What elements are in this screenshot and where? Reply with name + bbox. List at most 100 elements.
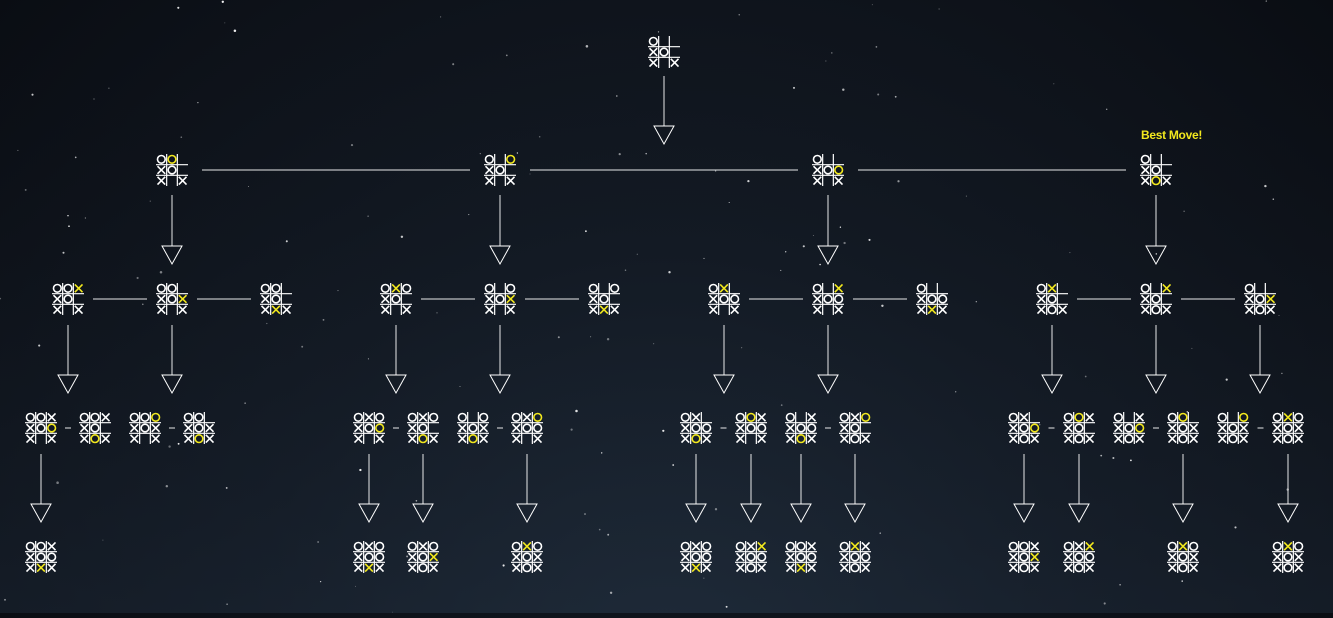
- o-mark-icon: [1124, 434, 1134, 444]
- arrow-head-icon: [844, 503, 866, 524]
- star: [881, 304, 884, 308]
- x-mark-icon: [183, 434, 193, 444]
- board-node: [1113, 412, 1145, 444]
- x-mark-icon: [484, 305, 494, 315]
- board-node: [260, 283, 292, 315]
- star: [601, 452, 603, 454]
- star: [226, 603, 228, 605]
- x-mark-icon: [785, 434, 795, 444]
- x-mark-icon: [74, 283, 84, 293]
- star: [400, 235, 404, 239]
- star: [1281, 372, 1283, 375]
- o-mark-icon: [47, 423, 57, 433]
- o-mark-icon: [735, 412, 745, 422]
- star: [452, 63, 455, 66]
- star: [31, 93, 34, 96]
- star: [575, 409, 578, 413]
- o-mark-icon: [1140, 154, 1150, 164]
- x-mark-icon: [407, 552, 417, 562]
- o-mark-icon: [796, 423, 806, 433]
- arrow-head-icon: [653, 125, 675, 146]
- o-mark-icon: [156, 283, 166, 293]
- x-mark-icon: [796, 563, 806, 573]
- x-mark-icon: [812, 294, 822, 304]
- x-mark-icon: [1030, 552, 1040, 562]
- board-node: [588, 283, 620, 315]
- o-mark-icon: [1036, 283, 1046, 293]
- x-mark-icon: [1217, 423, 1227, 433]
- x-mark-icon: [79, 434, 89, 444]
- board-node: [839, 541, 871, 573]
- star: [624, 269, 627, 271]
- x-mark-icon: [282, 305, 292, 315]
- star: [955, 391, 957, 393]
- star: [317, 541, 319, 543]
- o-mark-icon: [380, 283, 390, 293]
- x-mark-icon: [1217, 434, 1227, 444]
- x-mark-icon: [353, 434, 363, 444]
- o-mark-icon: [599, 294, 609, 304]
- o-mark-icon: [418, 563, 428, 573]
- x-mark-icon: [1189, 552, 1199, 562]
- x-mark-icon: [1019, 412, 1029, 422]
- star: [975, 301, 977, 303]
- o-mark-icon: [194, 434, 204, 444]
- x-mark-icon: [1074, 541, 1084, 551]
- star: [785, 251, 787, 253]
- o-mark-icon: [1272, 412, 1282, 422]
- star: [792, 86, 796, 89]
- x-mark-icon: [735, 563, 745, 573]
- arrow-head-icon: [1013, 503, 1035, 524]
- x-mark-icon: [156, 294, 166, 304]
- star: [842, 88, 845, 91]
- x-mark-icon: [757, 541, 767, 551]
- star: [322, 318, 325, 321]
- o-mark-icon: [1019, 552, 1029, 562]
- x-mark-icon: [25, 563, 35, 573]
- x-mark-icon: [156, 305, 166, 315]
- x-mark-icon: [927, 305, 937, 315]
- board-node: [1008, 412, 1040, 444]
- star: [285, 240, 288, 243]
- o-mark-icon: [1151, 305, 1161, 315]
- x-mark-icon: [391, 283, 401, 293]
- board-node: [812, 283, 844, 315]
- x-mark-icon: [375, 434, 385, 444]
- star: [672, 464, 675, 466]
- o-mark-icon: [702, 423, 712, 433]
- x-mark-icon: [680, 563, 690, 573]
- o-mark-icon: [260, 283, 270, 293]
- x-mark-icon: [1283, 412, 1293, 422]
- starfield: [0, 0, 1291, 612]
- x-mark-icon: [52, 294, 62, 304]
- o-mark-icon: [719, 294, 729, 304]
- o-mark-icon: [522, 563, 532, 573]
- o-mark-icon: [1047, 305, 1057, 315]
- x-mark-icon: [151, 423, 161, 433]
- x-mark-icon: [1167, 563, 1177, 573]
- star: [741, 347, 743, 349]
- x-mark-icon: [1085, 541, 1095, 551]
- star: [557, 336, 560, 339]
- o-mark-icon: [271, 283, 281, 293]
- star: [468, 214, 470, 216]
- x-mark-icon: [702, 434, 712, 444]
- x-mark-icon: [353, 563, 363, 573]
- star: [662, 429, 665, 432]
- x-mark-icon: [1189, 423, 1199, 433]
- arrow-head-icon: [489, 245, 511, 266]
- o-mark-icon: [796, 434, 806, 444]
- x-mark-icon: [1030, 434, 1040, 444]
- o-mark-icon: [796, 541, 806, 551]
- x-mark-icon: [457, 423, 467, 433]
- star: [1105, 108, 1108, 111]
- o-mark-icon: [90, 434, 100, 444]
- star: [1084, 375, 1087, 378]
- star: [825, 60, 827, 62]
- x-mark-icon: [260, 305, 270, 315]
- x-mark-icon: [47, 541, 57, 551]
- o-mark-icon: [533, 423, 543, 433]
- star: [728, 201, 730, 204]
- o-mark-icon: [1228, 423, 1238, 433]
- x-mark-icon: [1008, 423, 1018, 433]
